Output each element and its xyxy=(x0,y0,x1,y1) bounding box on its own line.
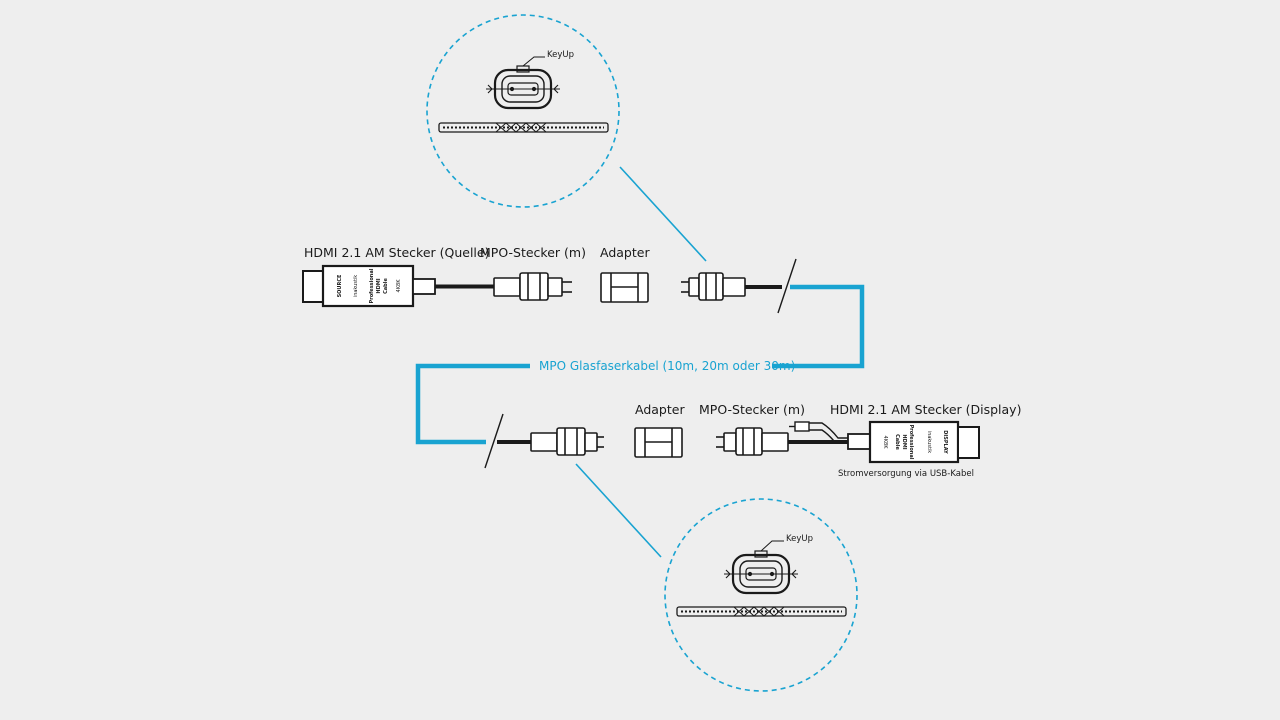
mpo-plug-bottom-right xyxy=(716,427,789,456)
mpo-face-bottom xyxy=(724,540,798,595)
mpo-face-top xyxy=(486,56,560,110)
leader-line-top xyxy=(619,166,707,262)
source-plug-model: 4K8K xyxy=(396,279,402,293)
fiber-ribbon-bottom xyxy=(676,606,847,617)
label-fiber-cable: MPO Glasfaserkabel (10m, 20m oder 30m) xyxy=(539,359,795,373)
usb-power-cable xyxy=(789,421,848,442)
fiber-cable-right xyxy=(772,284,865,369)
source-plug-line1: Professional xyxy=(369,268,375,303)
label-adapter-top: Adapter xyxy=(600,245,650,260)
fiber-ribbon-top xyxy=(438,122,609,133)
source-plug-source: SOURCE xyxy=(337,274,343,297)
display-plug-line2: HDMI xyxy=(901,434,907,449)
display-plug-display: DISPLAY xyxy=(942,430,948,454)
leader-line-bottom xyxy=(575,463,662,558)
mpo-plug-top-reversed xyxy=(681,272,746,301)
mpo-plug-bottom-left xyxy=(530,427,604,456)
keyup-label-top: KeyUp xyxy=(547,50,574,60)
source-plug-line2: HDMI xyxy=(376,278,382,293)
hdmi-source-plug: SOURCE inakustik Professional HDMI Cable… xyxy=(302,264,436,308)
display-plug-line1: Professional xyxy=(908,425,914,460)
display-plug-model: 4K8K xyxy=(882,436,888,450)
break-mark-bottom xyxy=(484,413,504,469)
detail-circle-bottom: KeyUp xyxy=(664,498,858,692)
hdmi-display-plug: 4K8K Cable HDMI Professional inakustik D… xyxy=(847,420,980,464)
source-plug-brand: inakustik xyxy=(353,275,359,297)
break-mark-top xyxy=(777,258,797,314)
label-hdmi-display: HDMI 2.1 AM Stecker (Display) xyxy=(830,402,1021,417)
label-mpo-plug-bottom: MPO-Stecker (m) xyxy=(699,402,805,417)
label-adapter-bottom: Adapter xyxy=(635,402,685,417)
display-plug-brand: inakustik xyxy=(926,431,932,453)
label-hdmi-source: HDMI 2.1 AM Stecker (Quelle) xyxy=(304,245,489,260)
keyup-label-bottom: KeyUp xyxy=(786,534,813,544)
source-plug-line3: Cable xyxy=(383,278,389,294)
adapter-bottom xyxy=(634,427,683,458)
adapter-top xyxy=(600,272,649,303)
fiber-cable-left xyxy=(415,363,530,445)
mpo-plug-top xyxy=(493,272,572,301)
detail-circle-top: KeyUp xyxy=(426,14,620,208)
label-usb-power: Stromversorgung via USB-Kabel xyxy=(838,469,974,479)
display-plug-line3: Cable xyxy=(894,434,900,450)
label-mpo-plug-top: MPO-Stecker (m) xyxy=(480,245,586,260)
